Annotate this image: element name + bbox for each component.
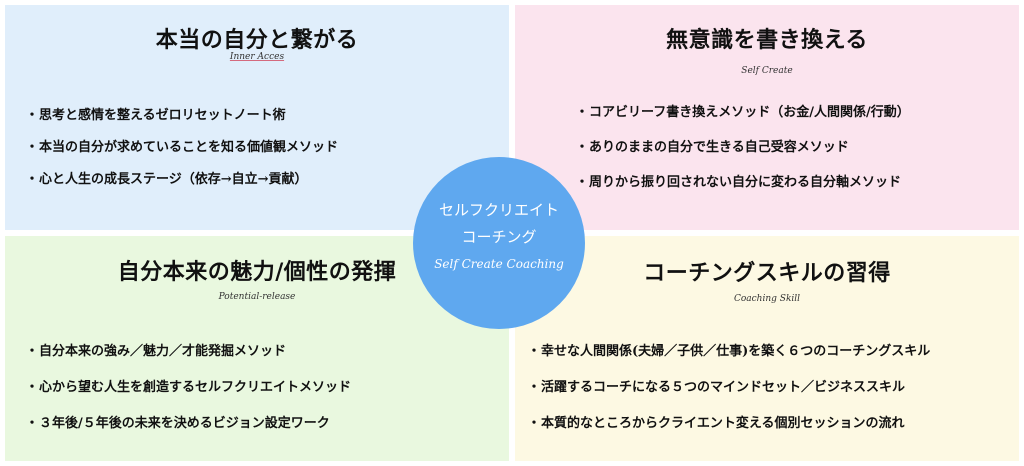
bullet: ・ [25, 415, 39, 431]
bullet: ・ [575, 140, 589, 155]
quadrant-subtitle: Coaching Skill [515, 294, 1019, 304]
item-list: ・自分本来の強み／魅力／才能発掘メソッド ・心から望む人生を創造するセルフクリエ… [25, 331, 351, 439]
center-title-line: コーチング [461, 228, 537, 246]
list-item: ・思考と感情を整えるゼロリセットノート術 [25, 97, 338, 129]
list-item: ・活躍するコーチになる５つのマインドセット／ビジネススキル [527, 367, 930, 403]
bullet: ・ [25, 107, 39, 123]
item-list: ・幸せな人間関係(夫婦／子供／仕事)を築く６つのコーチングスキル ・活躍するコー… [527, 331, 930, 439]
quadrant-title: 無意識を書き換える [666, 27, 868, 53]
quadrant-coaching-skill: コーチングスキルの習得 Coaching Skill ・幸せな人間関係(夫婦／子… [515, 236, 1019, 461]
list-item: ・心と人生の成長ステージ（依存→自立→貢献） [25, 161, 338, 193]
bullet: ・ [25, 343, 39, 359]
item-list: ・コアビリーフ書き換えメソッド（お金/人間関係/行動） ・ありのままの自分で生き… [575, 93, 910, 198]
list-item: ・本当の自分が求めていることを知る価値観メソッド [25, 129, 338, 161]
list-item-text: 活躍するコーチになる５つのマインドセット／ビジネススキル [541, 379, 906, 395]
list-item-text: 思考と感情を整えるゼロリセットノート術 [39, 107, 286, 123]
list-item-text: ３年後/５年後の未来を決めるビジョン設定ワーク [39, 415, 330, 431]
quadrant-potential-release: 自分本来の魅力/個性の発揮 Potential-release ・自分本来の強み… [5, 236, 509, 461]
center-title-line: セルフクリエイト [438, 201, 559, 219]
bullet: ・ [527, 379, 541, 395]
quadrant-title: 自分本来の魅力/個性の発揮 [117, 259, 397, 285]
quadrant-subtitle-text: Inner Acces [229, 52, 285, 62]
bullet: ・ [527, 343, 541, 359]
list-item: ・周りから振り回されない自分に変わる自分軸メソッド [575, 163, 910, 198]
list-item: ・自分本来の強み／魅力／才能発掘メソッド [25, 331, 351, 367]
item-list: ・思考と感情を整えるゼロリセットノート術 ・本当の自分が求めていることを知る価値… [25, 97, 338, 193]
list-item-text: コアビリーフ書き換えメソッド（お金/人間関係/行動） [589, 105, 910, 120]
list-item: ・本質的なところからクライエント変える個別セッションの流れ [527, 403, 930, 439]
bullet: ・ [25, 139, 39, 155]
list-item-text: 周りから振り回されない自分に変わる自分軸メソッド [589, 175, 902, 190]
quadrant-subtitle-text: Self Create [741, 66, 793, 76]
list-item: ・ありのままの自分で生きる自己受容メソッド [575, 128, 910, 163]
quadrant-subtitle-text: Potential-release [218, 292, 296, 302]
list-item-text: 自分本来の強み／魅力／才能発掘メソッド [39, 343, 287, 359]
quadrant-title: コーチングスキルの習得 [643, 260, 891, 286]
bullet: ・ [527, 415, 541, 431]
quadrant-subtitle: Inner Acces [5, 52, 509, 62]
center-subtitle: Self Create Coaching [434, 257, 564, 271]
bullet: ・ [25, 379, 39, 395]
quadrant-subtitle: Potential-release [5, 292, 509, 302]
list-item-text: 本当の自分が求めていることを知る価値観メソッド [39, 139, 339, 155]
list-item: ・コアビリーフ書き換えメソッド（お金/人間関係/行動） [575, 93, 910, 128]
list-item-text: 心から望む人生を創造するセルフクリエイトメソッド [39, 379, 352, 395]
bullet: ・ [25, 171, 39, 187]
list-item-text: 本質的なところからクライエント変える個別セッションの流れ [541, 415, 905, 431]
quadrant-inner-access: 本当の自分と繋がる Inner Acces ・思考と感情を整えるゼロリセットノー… [5, 5, 509, 230]
list-item: ・幸せな人間関係(夫婦／子供／仕事)を築く６つのコーチングスキル [527, 331, 930, 367]
list-item-text: ありのままの自分で生きる自己受容メソッド [589, 140, 849, 155]
quadrant-title: 本当の自分と繋がる [155, 27, 359, 53]
bullet: ・ [575, 175, 589, 190]
list-item-text: 幸せな人間関係(夫婦／子供／仕事)を築く６つのコーチングスキル [541, 343, 931, 359]
list-item: ・３年後/５年後の未来を決めるビジョン設定ワーク [25, 403, 351, 439]
list-item: ・心から望む人生を創造するセルフクリエイトメソッド [25, 367, 351, 403]
quadrant-subtitle-text: Coaching Skill [733, 294, 801, 304]
quadrant-self-create: 無意識を書き換える Self Create ・コアビリーフ書き換えメソッド（お金… [515, 5, 1019, 230]
center-title: セルフクリエイト コーチング [413, 197, 585, 251]
center-circle: セルフクリエイト コーチング Self Create Coaching [413, 157, 585, 329]
quadrant-subtitle: Self Create [515, 66, 1019, 76]
bullet: ・ [575, 105, 589, 120]
list-item-text: 心と人生の成長ステージ（依存→自立→貢献） [39, 171, 308, 187]
